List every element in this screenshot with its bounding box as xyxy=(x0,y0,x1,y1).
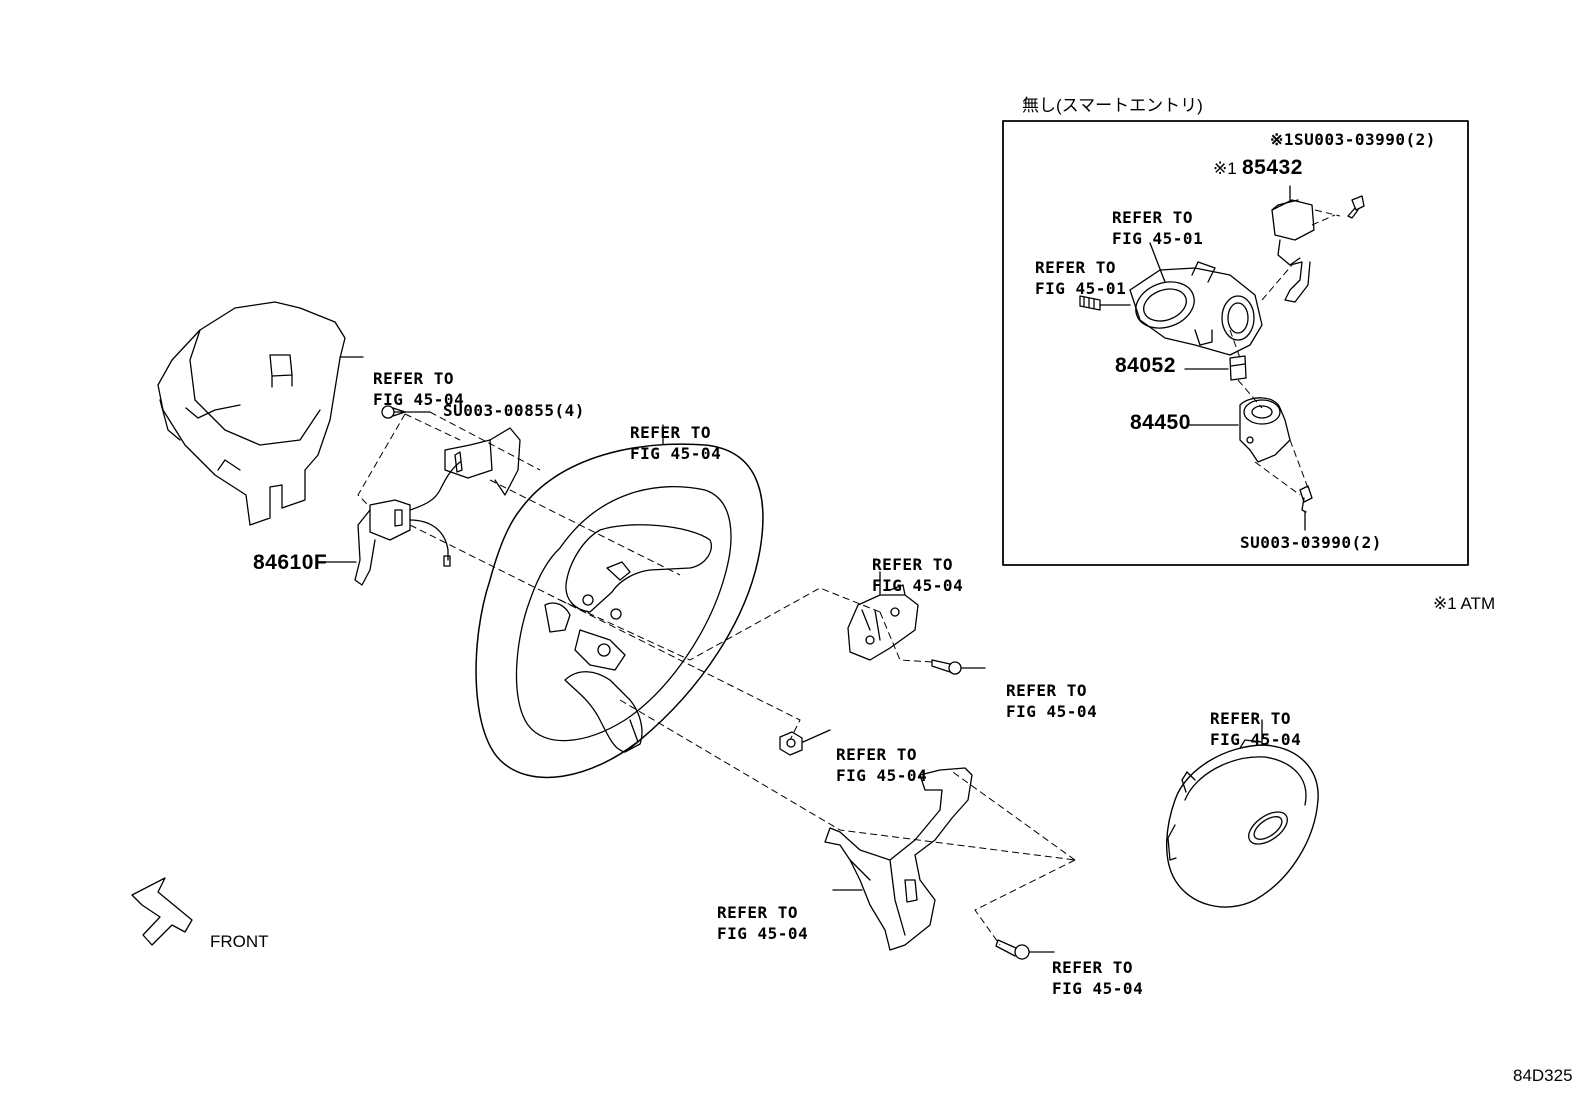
inset-84450 xyxy=(1239,397,1291,463)
inset-cylinder xyxy=(1129,261,1263,356)
upper-column-cover xyxy=(157,301,346,526)
note-atm: ※1 ATM xyxy=(1433,594,1496,613)
callout-85432: 85432 xyxy=(1242,156,1303,179)
callout-screw-su003-00855: SU003-00855(4) xyxy=(443,401,585,420)
inset-screw-bottom xyxy=(1299,485,1313,513)
callout-84610f: 84610F xyxy=(253,551,328,574)
inset-85432 xyxy=(1271,199,1315,303)
front-arrow-icon xyxy=(131,877,193,946)
callout-84450: 84450 xyxy=(1130,411,1191,434)
callout-inset-screw-bottom: SU003-03990(2) xyxy=(1240,533,1382,552)
inset-screw-top xyxy=(1347,195,1365,219)
horn-pad-airbag xyxy=(1166,739,1319,908)
front-label: FRONT xyxy=(210,932,269,951)
figure-id: 84D325 xyxy=(1513,1066,1573,1085)
paddle-switch-assembly xyxy=(354,427,521,586)
screw-switch xyxy=(931,659,962,675)
lower-spoke-cover xyxy=(824,767,973,951)
steering-wheel xyxy=(475,443,764,779)
steering-pad-switch xyxy=(847,584,919,661)
callout-85432-mark: ※1 xyxy=(1213,159,1237,178)
inset-84052 xyxy=(1229,355,1247,381)
inset-bolt xyxy=(1079,295,1101,311)
callout-84052: 84052 xyxy=(1115,354,1176,377)
nut xyxy=(779,731,803,756)
screw-lower-cover xyxy=(995,939,1030,960)
inset-frame xyxy=(1002,120,1469,566)
inset-title: 無し(スマートエントリ) xyxy=(1022,96,1203,115)
callout-inset-screw-top: ※1SU003-03990(2) xyxy=(1270,130,1436,149)
